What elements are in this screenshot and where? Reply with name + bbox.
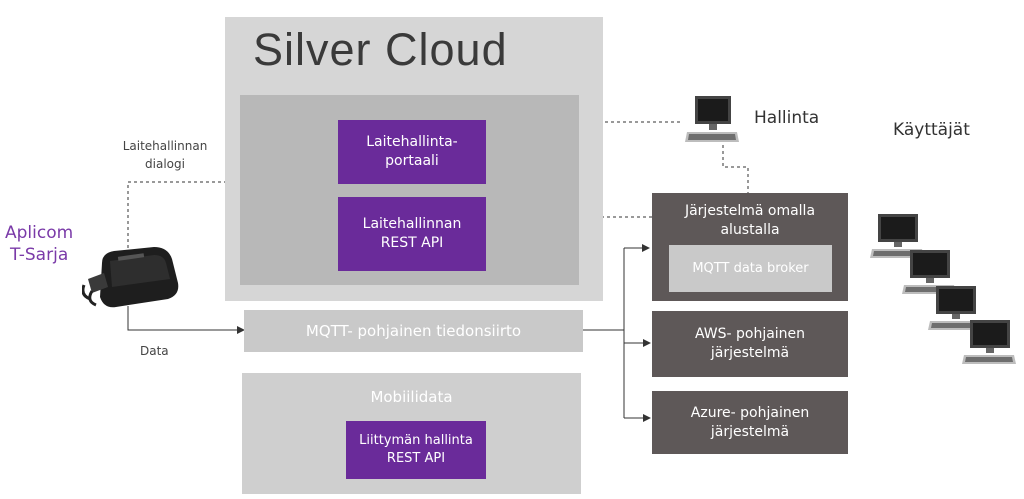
device-dialog-line2: dialogi (145, 157, 185, 171)
mqtt-transfer-box: MQTT- pohjainen tiedonsiirto (244, 310, 583, 352)
device-dialog-line1: Laitehallinnan (122, 139, 208, 153)
device-label-line1: Aplicom (5, 223, 74, 243)
subscription-api-box: Liittymän hallinta REST API (346, 421, 486, 479)
device-label-line2: T-Sarja (9, 245, 69, 265)
subscription-api-line2: REST API (386, 451, 446, 466)
data-label: Data (140, 344, 169, 358)
mqtt-transfer-label: MQTT- pohjainen tiedonsiirto (305, 322, 522, 340)
own-platform-title: Järjestelmä omalla alustalla (652, 201, 848, 241)
users-label: Käyttäjät (893, 120, 970, 140)
device-portal-line2: portaali (385, 153, 439, 169)
mobile-data-title: Mobiilidata (370, 388, 453, 406)
aws-line1: AWS- pohjainen (694, 326, 806, 342)
api-platform-dashed-line (486, 216, 652, 235)
desktop-computer-group-icon (870, 214, 1016, 364)
admin-platform-dashed-line (722, 145, 749, 194)
telematics-device-icon (82, 247, 179, 308)
mqtt-broker-label: MQTT data broker (692, 261, 809, 276)
azure-system-box: Azure- pohjainen järjestelmä (652, 391, 848, 454)
subscription-api-line1: Liittymän hallinta (359, 433, 473, 448)
mqtt-broker-box: MQTT data broker (669, 245, 832, 292)
azure-line1: Azure- pohjainen (690, 404, 810, 421)
azure-line2: järjestelmä (710, 423, 790, 440)
device-rest-api-line1: Laitehallinnan (362, 216, 462, 232)
data-line (127, 306, 245, 334)
user-computer-4 (962, 320, 1016, 364)
own-platform-line2: alustalla (720, 222, 780, 238)
admin-label: Hallinta (754, 108, 820, 128)
device-portal-line1: Laitehallinta- (366, 134, 458, 150)
device-portal-box: Laitehallinta- portaali (338, 120, 486, 184)
aws-system-box: AWS- pohjainen järjestelmä (652, 311, 848, 377)
desktop-computer-icon (685, 96, 739, 142)
user-computer-3 (928, 286, 982, 330)
device-rest-api-line2: REST API (380, 235, 444, 251)
device-rest-api-box: Laitehallinnan REST API (338, 197, 486, 271)
aws-line2: järjestelmä (710, 345, 790, 361)
device-dialog-label: Laitehallinnan dialogi (100, 137, 230, 173)
silver-cloud-title: Silver Cloud (253, 24, 508, 75)
device-label: Aplicom T-Sarja (5, 222, 73, 266)
own-platform-line1: Järjestelmä omalla (684, 203, 816, 219)
